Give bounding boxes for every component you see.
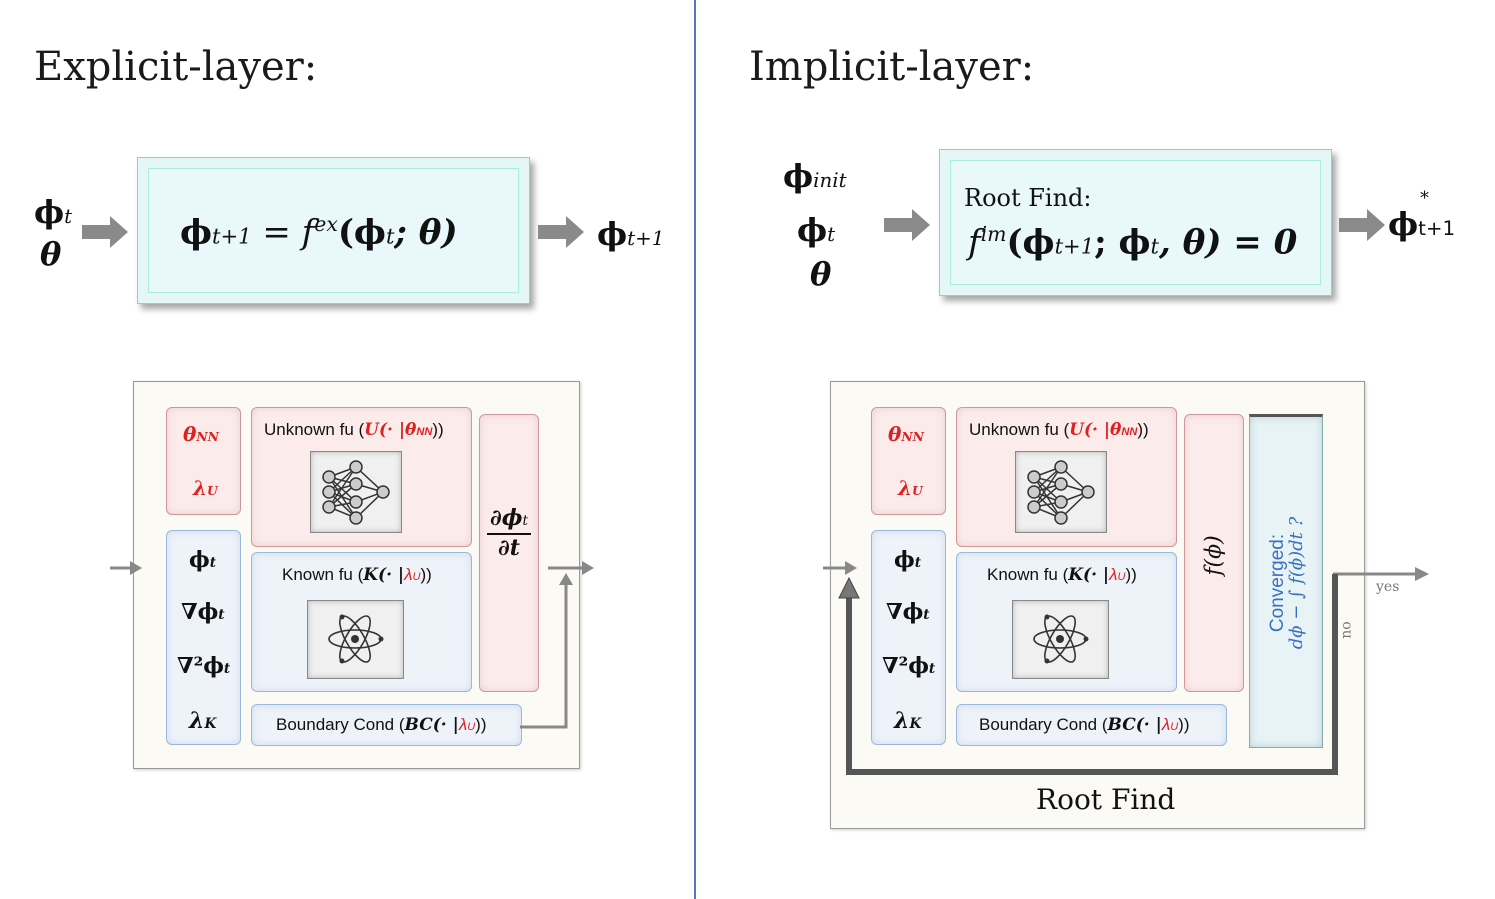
- implicit-phi-t-label: ϕt: [894, 547, 922, 573]
- params-box: θNN λU: [166, 407, 241, 515]
- time-derivative-box: ∂ϕt ∂t: [479, 414, 539, 692]
- implicit-theta-nn-label: θNN: [888, 422, 924, 446]
- unknown-function-box: Unknown fu (U(· |θNN)): [251, 407, 472, 547]
- grad-phi-label: ∇ϕt: [181, 599, 225, 625]
- panel-divider: [694, 0, 696, 899]
- laplacian-phi-label: ∇²ϕt: [177, 653, 231, 679]
- implicit-input-phi: ϕt: [797, 211, 836, 249]
- implicit-lambda-u-label: λU: [898, 476, 923, 500]
- explicit-output-phi: ϕt+1: [597, 215, 665, 253]
- implicit-input-theta: θ: [810, 255, 832, 293]
- dphi-dt-label: ∂ϕt ∂t: [487, 505, 531, 561]
- implicit-grad-phi-label: ∇ϕt: [886, 599, 930, 625]
- implicit-known-function-label: Known fu (K(· |λU)): [987, 565, 1137, 585]
- boundary-condition-box: Boundary Cond (BC(· |λU)): [251, 704, 522, 746]
- boundary-condition-label: Boundary Cond (BC(· |λU)): [276, 715, 487, 735]
- implicit-neural-network-icon: [1015, 451, 1107, 533]
- implicit-unknown-function-box: Unknown fu (U(· |θNN)): [956, 407, 1177, 547]
- neural-network-icon: [310, 451, 402, 533]
- explicit-flow-arrows: [110, 561, 594, 729]
- known-function-label: Known fu (K(· |λU)): [282, 565, 432, 585]
- root-find-footer: Root Find: [1036, 783, 1176, 816]
- lambda-u-label: λU: [193, 476, 218, 500]
- implicit-boundary-condition-label: Boundary Cond (BC(· |λU)): [979, 715, 1190, 735]
- implicit-state-variables-box: ϕt ∇ϕt ∇²ϕt λK: [871, 530, 946, 745]
- atom-icon: [307, 600, 404, 679]
- implicit-lambda-k-label: λK: [894, 708, 922, 734]
- implicit-equation: fim(ϕt+1; ϕt, θ) = 0: [968, 222, 1298, 263]
- theta-nn-label: θNN: [183, 422, 219, 446]
- implicit-output-phi: ϕ*t+1: [1388, 189, 1456, 243]
- root-find-heading: Root Find:: [964, 184, 1092, 212]
- explicit-equation-box: ϕt+1 = fex(ϕt; θ): [137, 157, 530, 304]
- implicit-flow-arrows: [823, 561, 1429, 775]
- explicit-layer-title: Explicit-layer:: [34, 44, 318, 90]
- convergence-check-box: Converged: dϕ − ∫ f(ϕ)dt ?: [1249, 414, 1323, 748]
- implicit-output-arrow: [1339, 209, 1385, 241]
- implicit-equation-box: Root Find: fim(ϕt+1; ϕt, θ) = 0: [939, 149, 1332, 296]
- no-label: no: [1338, 621, 1355, 639]
- implicit-params-box: θNN λU: [871, 407, 946, 515]
- implicit-input-init: ϕinit: [783, 157, 847, 195]
- unknown-function-label: Unknown fu (U(· |θNN)): [264, 420, 444, 440]
- implicit-input-arrow: [884, 209, 930, 241]
- explicit-equation: ϕt+1 = fex(ϕt; θ): [180, 212, 458, 253]
- implicit-known-function-box: Known fu (K(· |λU)): [956, 552, 1177, 692]
- explicit-input-arrow: [82, 216, 128, 248]
- phi-t-label: ϕt: [189, 547, 217, 573]
- explicit-input-phi: ϕt: [34, 193, 73, 231]
- lambda-k-label: λK: [189, 708, 217, 734]
- explicit-output-arrow: [538, 216, 584, 248]
- yes-label: yes: [1376, 579, 1400, 595]
- implicit-layer-title: Implicit-layer:: [749, 44, 1035, 90]
- implicit-atom-icon: [1012, 600, 1109, 679]
- implicit-unknown-function-label: Unknown fu (U(· |θNN)): [969, 420, 1149, 440]
- state-variables-box: ϕt ∇ϕt ∇²ϕt λK: [166, 530, 241, 745]
- implicit-boundary-condition-box: Boundary Cond (BC(· |λU)): [956, 704, 1227, 746]
- explicit-input-theta: θ: [40, 235, 62, 273]
- f-phi-box: f(ϕ): [1184, 414, 1244, 692]
- known-function-box: Known fu (K(· |λU)): [251, 552, 472, 692]
- implicit-laplacian-phi-label: ∇²ϕt: [882, 653, 936, 679]
